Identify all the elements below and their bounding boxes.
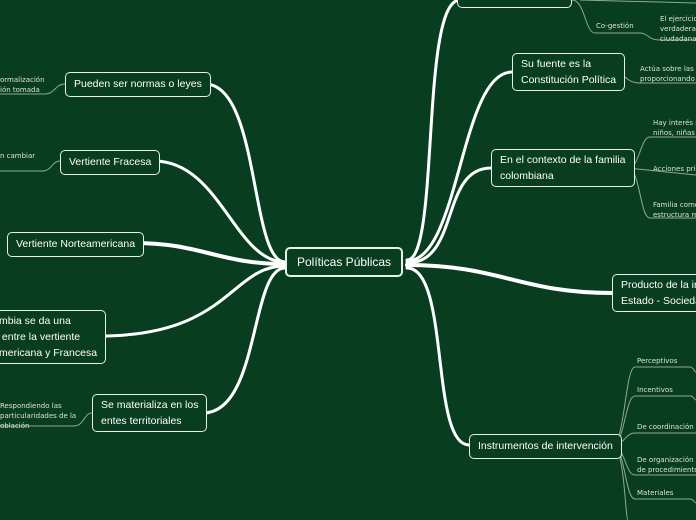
leaf-familia[interactable]: Acciones prio — [653, 165, 696, 173]
topic-producto[interactable]: Producto de la in Estado - Socieda — [612, 274, 696, 312]
topic-fuente[interactable]: Su fuente es la Constitución Política — [512, 53, 626, 91]
leaf-instrumento[interactable]: Perceptivos — [637, 357, 678, 365]
leaf-ejercicio[interactable]: El ejercicio verdadera ciudadana — [660, 15, 696, 43]
topic-normas[interactable]: Pueden ser normas o leyes — [65, 72, 211, 97]
leaf-instrumento[interactable]: Materiales — [637, 489, 674, 497]
topic-familia[interactable]: En el contexto de la familia colombiana — [491, 149, 635, 187]
topic-vertiente-francesa[interactable]: Vertiente Fracesa — [60, 150, 161, 175]
leaf-instrumento[interactable]: De organización y de procedimientos — [637, 456, 696, 474]
central-topic[interactable]: Políticas Públicas — [285, 247, 404, 277]
leaf-familia[interactable]: Hay interés s niños, niñas y — [653, 119, 696, 137]
leaf-francesa[interactable]: n cambiar — [0, 152, 36, 160]
leaf-normas[interactable]: ormalización ión tomada — [0, 76, 45, 94]
leaf-familia[interactable]: Familia como estructura re — [653, 201, 696, 219]
topic-instrumentos[interactable]: Instrumentos de intervención — [469, 434, 622, 459]
leaf-instrumento[interactable]: De coordinación — [637, 423, 694, 431]
leaf-cogestion[interactable]: Co-gestión — [596, 22, 634, 30]
topic-entes-territoriales[interactable]: Se materializa en los entes territoriale… — [92, 394, 208, 432]
leaf-instrumento[interactable]: Incentivos — [637, 386, 673, 394]
leaf-fuente[interactable]: Actúa sobre las p proporcionando b — [640, 65, 696, 83]
topic-vertiente-norteamericana[interactable]: Vertiente Norteamericana — [7, 232, 145, 257]
leaf-entes[interactable]: Respondiendo las particularidades de la … — [0, 402, 77, 430]
topic-colombia[interactable]: mbia se da una entre la vertiente merica… — [0, 310, 107, 364]
topic-top[interactable] — [457, 0, 572, 8]
